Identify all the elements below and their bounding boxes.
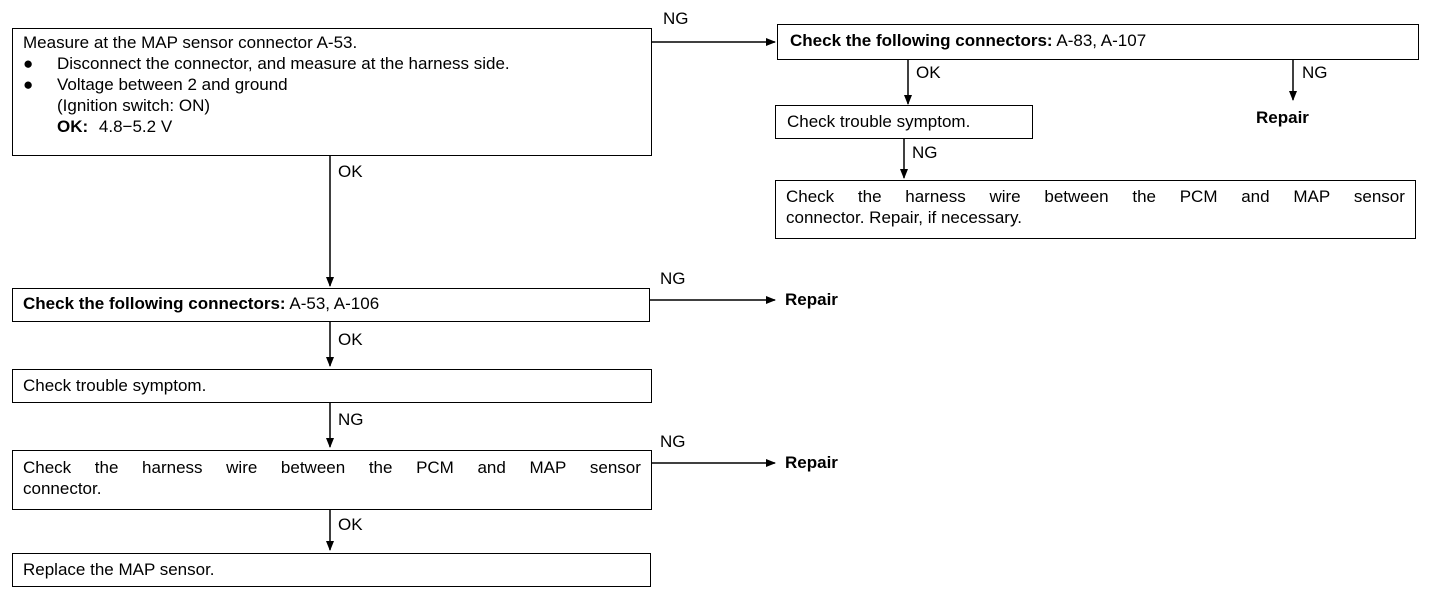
bullet-text: Voltage between 2 and ground bbox=[57, 75, 288, 94]
check-harness-wire-box-lower: Check the harness wire between the PCM a… bbox=[12, 450, 652, 510]
ok-spec-value: 4.8−5.2 V bbox=[98, 117, 173, 136]
ng-label: NG bbox=[1302, 63, 1328, 82]
ng-label: NG bbox=[660, 269, 686, 288]
ng-label: NG bbox=[912, 143, 938, 162]
repair-label: Repair bbox=[1256, 108, 1309, 127]
check-connectors-label: Check the following connectors: bbox=[790, 31, 1053, 50]
ng-label: NG bbox=[660, 432, 686, 451]
bullet-text: Disconnect the connector, and measure at… bbox=[57, 54, 510, 73]
repair-label: Repair bbox=[785, 453, 838, 472]
harness-text-line2: connector. bbox=[23, 479, 102, 498]
ng-label: NG bbox=[663, 9, 689, 28]
bullet-icon: ● bbox=[23, 75, 34, 94]
connector-ids: A-53, A-106 bbox=[289, 294, 380, 313]
harness-text-line1: Check the harness wire between the PCM a… bbox=[786, 187, 1405, 206]
bullet-icon: ● bbox=[23, 54, 34, 73]
measure-map-sensor-box: Measure at the MAP sensor connector A-53… bbox=[12, 28, 652, 156]
ok-label: OK bbox=[338, 330, 363, 349]
ignition-note: (Ignition switch: ON) bbox=[57, 96, 211, 115]
check-connectors-a53-box: Check the following connectors: A-53, A-… bbox=[12, 288, 650, 322]
repair-label: Repair bbox=[785, 290, 838, 309]
replace-map-sensor-box: Replace the MAP sensor. bbox=[12, 553, 651, 587]
trouble-symptom-text: Check trouble symptom. bbox=[787, 112, 971, 131]
measure-instruction: Measure at the MAP sensor connector A-53… bbox=[23, 33, 358, 52]
ok-spec: OK: 4.8−5.2 V bbox=[23, 116, 651, 137]
check-connectors-label: Check the following connectors: bbox=[23, 294, 286, 313]
ok-spec-label: OK: bbox=[57, 117, 89, 136]
harness-text-line2: connector. Repair, if necessary. bbox=[786, 208, 1022, 227]
trouble-symptom-text: Check trouble symptom. bbox=[23, 376, 207, 395]
ok-label: OK bbox=[338, 515, 363, 534]
check-trouble-symptom-box-upper: Check trouble symptom. bbox=[775, 105, 1033, 139]
check-harness-wire-box-upper: Check the harness wire between the PCM a… bbox=[775, 180, 1416, 239]
bullet-item: ● Voltage between 2 and ground bbox=[23, 74, 651, 95]
ng-label: NG bbox=[338, 410, 364, 429]
check-trouble-symptom-box-lower: Check trouble symptom. bbox=[12, 369, 652, 403]
replace-sensor-text: Replace the MAP sensor. bbox=[23, 560, 215, 579]
connector-ids: A-83, A-107 bbox=[1056, 31, 1147, 50]
check-connectors-a83-box: Check the following connectors: A-83, A-… bbox=[777, 24, 1419, 60]
harness-text-line1: Check the harness wire between the PCM a… bbox=[23, 458, 641, 477]
ok-label: OK bbox=[916, 63, 941, 82]
bullet-item: ● Disconnect the connector, and measure … bbox=[23, 53, 651, 74]
ok-label: OK bbox=[338, 162, 363, 181]
